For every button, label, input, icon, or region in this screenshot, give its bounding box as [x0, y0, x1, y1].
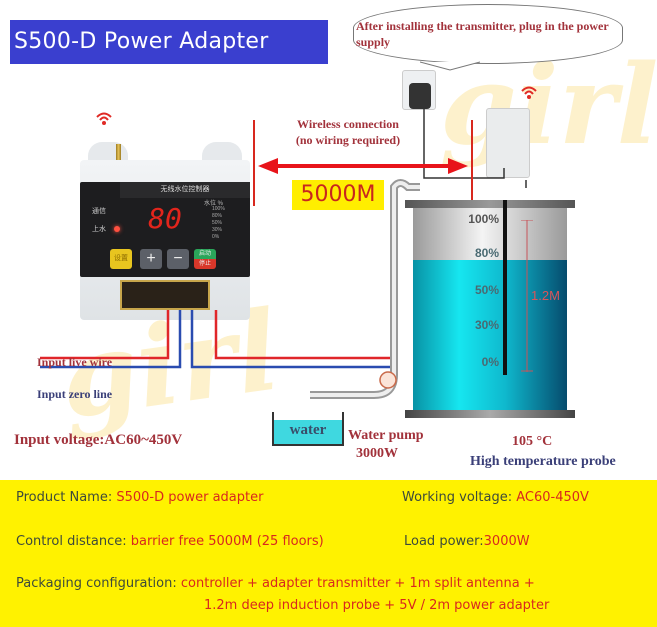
wifi-icon [521, 86, 537, 99]
spec-working-voltage: Working voltage: AC60-450V [402, 490, 589, 505]
wireless-label-line1: Wireless connection [297, 117, 399, 131]
tank-level-100: 100% [468, 212, 499, 226]
water-pipe [310, 179, 420, 399]
depth-bracket [521, 220, 533, 372]
water-label: water [289, 422, 327, 438]
probe-label: High temperature probe [470, 454, 616, 469]
spec-load-power: Load power:3000W [404, 534, 530, 549]
indicator-comm-label: 通信 [92, 208, 106, 215]
pump-led [114, 226, 120, 232]
set-button[interactable]: 设置 [110, 249, 132, 269]
water-pump-label: Water pump [348, 428, 424, 443]
adapter-cables [423, 108, 527, 188]
wiring [40, 310, 390, 369]
controller-panel: 无线水位控制器 通信 上水 80 水位 % 100% 80% 50% 30% 0… [80, 182, 250, 277]
spec-panel: Product Name: S500-D power adapter Worki… [0, 480, 657, 627]
water-pump-power: 3000W [356, 446, 398, 461]
tank-level-0: 0% [481, 355, 499, 369]
tank-lid [405, 200, 575, 208]
depth-label: 1.2M [531, 288, 560, 303]
controller-header: 无线水位控制器 [120, 182, 250, 198]
callout-text: After installing the transmitter, plug i… [356, 19, 609, 49]
plus-button[interactable]: + [140, 249, 162, 269]
power-adapter-plug [409, 83, 431, 109]
page-title: S500-D Power Adapter [10, 20, 328, 64]
water-tank: 100% 80% 50% 30% 0% 1.2M [405, 200, 575, 420]
spec-packaging: Packaging configuration: controller + ad… [16, 576, 535, 591]
input-voltage-label: Input voltage:AC60~450V [14, 432, 183, 448]
wireless-double-arrow [253, 120, 473, 206]
tank-level-50: 50% [474, 283, 499, 297]
wall-socket [402, 70, 436, 110]
distance-badge: 5000M [292, 180, 384, 210]
temperature-label: 105 °C [512, 434, 553, 449]
tank-base [405, 410, 575, 418]
callout-bubble [353, 4, 623, 64]
level-display: 80 [148, 202, 182, 235]
water-basin: water [272, 412, 344, 446]
water-level-controller: 无线水位控制器 通信 上水 80 水位 % 100% 80% 50% 30% 0… [80, 140, 250, 335]
spec-packaging-line2: 1.2m deep induction probe + 5V / 2m powe… [204, 598, 550, 613]
tank-air [413, 208, 567, 260]
level-title: 水位 % [204, 201, 224, 207]
zero-line-label: Input zero line [37, 387, 113, 401]
wireless-label: Wireless connection (no wiring required) [278, 116, 418, 148]
indicator-pump-label: 上水 [92, 226, 106, 233]
spec-control-distance: Control distance: barrier free 5000M (25… [16, 534, 324, 549]
level-legend: 100% 80% 50% 30% 0% [212, 206, 225, 240]
tank-level-30: 30% [474, 318, 499, 332]
spec-product-name: Product Name: S500-D power adapter [16, 490, 264, 505]
start-stop-button[interactable]: 启动 停止 [194, 249, 216, 269]
wifi-icon [96, 112, 112, 125]
adapter-transmitter [486, 108, 530, 178]
pump-icon [379, 371, 397, 389]
antenna [116, 144, 121, 168]
terminal-block [120, 280, 210, 310]
callout-tail [420, 61, 480, 71]
live-wire-label: Input live wire [37, 355, 113, 369]
wireless-label-line2: (no wiring required) [295, 133, 401, 147]
tank-level-80: 80% [474, 246, 499, 260]
minus-button[interactable]: − [167, 249, 189, 269]
induction-probe [503, 200, 507, 375]
tank-water [413, 260, 567, 410]
